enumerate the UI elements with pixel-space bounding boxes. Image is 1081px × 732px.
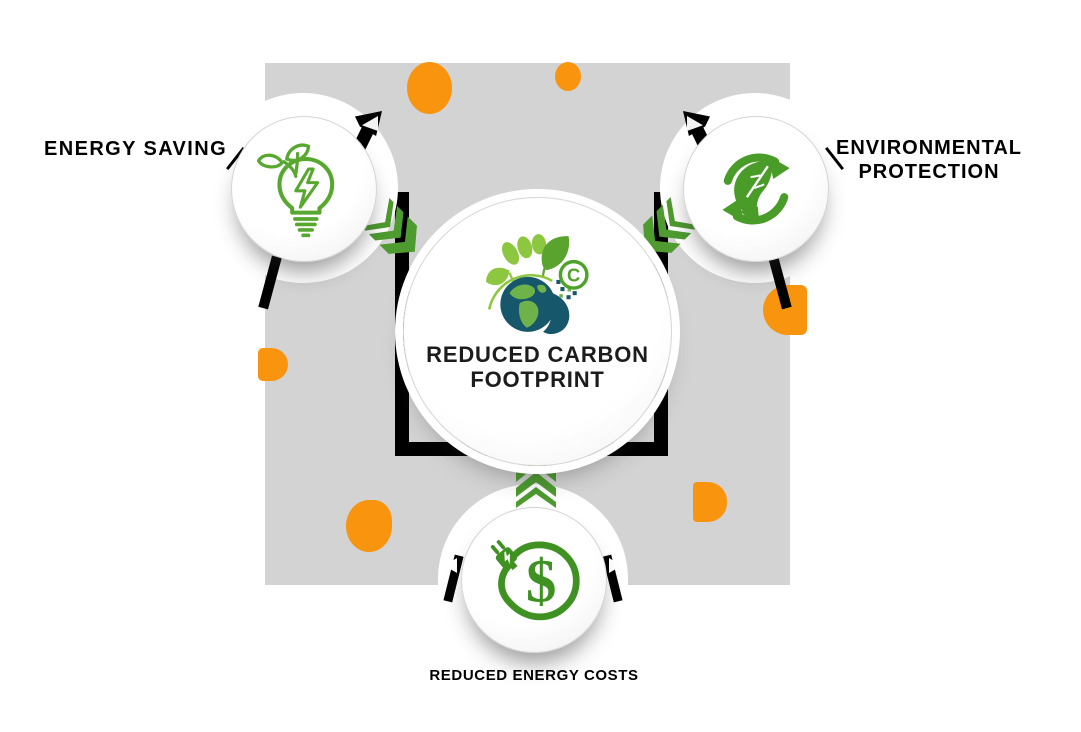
carbon-footprint-logo-icon: C xyxy=(486,234,589,335)
recycle-leaf-icon xyxy=(684,117,828,261)
center-title-line1: REDUCED CARBON xyxy=(426,342,649,367)
dollar-glyph: $ xyxy=(526,548,557,616)
label-environmental-line1: ENVIRONMENTAL xyxy=(836,137,1022,159)
chevron-arrow-icon xyxy=(361,198,417,254)
node-energy-saving xyxy=(231,116,377,262)
label-reduced-energy-costs: REDUCED ENERGY COSTS xyxy=(429,667,639,684)
orange-dot xyxy=(407,62,452,114)
label-environmental-line2: PROTECTION xyxy=(858,161,1000,183)
leaf-lightbulb-icon xyxy=(232,117,376,261)
center-title-line2: FOOTPRINT xyxy=(470,367,605,392)
carbon-badge-letter: C xyxy=(567,264,580,285)
orange-dot xyxy=(346,500,392,552)
node-reduced-carbon-footprint: C REDUCED CARBON FOOTPRINT xyxy=(403,197,672,466)
center-title: REDUCED CARBON FOOTPRINT xyxy=(404,342,671,392)
chevron-arrow-icon xyxy=(643,197,699,253)
orange-dot xyxy=(693,482,727,522)
frame-line-left xyxy=(395,192,409,456)
node-reduced-energy-costs: $ xyxy=(461,507,607,653)
orange-dot xyxy=(258,348,288,381)
node-environmental-protection xyxy=(683,116,829,262)
orange-dot xyxy=(555,62,581,91)
dollar-plug-icon: $ xyxy=(462,508,606,652)
label-energy-saving: ENERGY SAVING xyxy=(44,138,228,160)
label-environmental-protection: ENVIRONMENTAL PROTECTION xyxy=(826,136,1032,184)
